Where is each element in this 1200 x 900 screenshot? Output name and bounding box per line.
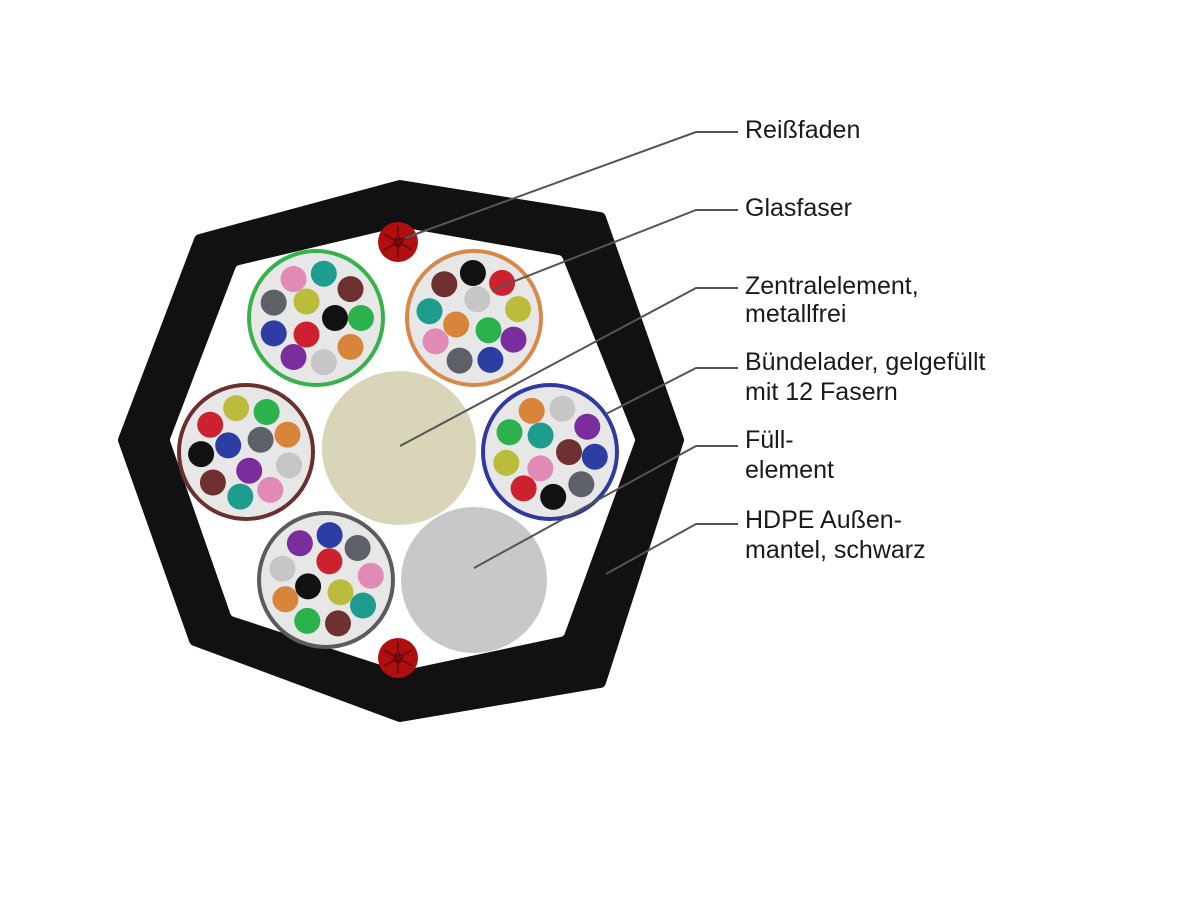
glass-fiber (316, 522, 343, 549)
glass-fiber (493, 449, 520, 476)
glass-fiber (556, 439, 582, 466)
glass-fiber (350, 592, 376, 619)
glass-fiber (464, 286, 491, 313)
ripcord-bottom (378, 638, 418, 678)
glass-fiber (459, 260, 486, 286)
glass-fiber (337, 333, 364, 360)
glass-fiber (227, 483, 254, 510)
glass-fiber (286, 530, 313, 557)
label-fuellelement-line2: element (745, 456, 834, 484)
glass-fiber (293, 288, 320, 315)
glass-fiber (337, 276, 364, 303)
label-hdpe-line1: HDPE Außen- (745, 506, 902, 534)
leader-reissfaden (404, 131, 738, 239)
glass-fiber (581, 443, 608, 470)
glass-fiber (446, 347, 473, 374)
glass-fiber (357, 562, 384, 589)
leader-buendelader (605, 367, 738, 415)
loose-tube-gray (257, 511, 395, 649)
glass-fiber (260, 289, 287, 316)
glass-fiber (527, 455, 554, 482)
leader-glasfaser (491, 209, 738, 291)
glass-fiber (257, 476, 284, 503)
glass-fiber (540, 483, 567, 510)
glass-fiber (310, 260, 337, 287)
filler-element (401, 507, 547, 653)
glass-fiber (477, 346, 504, 373)
glass-fiber (269, 555, 296, 582)
glass-fiber (236, 457, 263, 484)
label-reissfaden: Reißfaden (745, 116, 860, 144)
glass-fiber (274, 421, 301, 448)
glass-fiber (443, 311, 470, 338)
glass-fiber (549, 395, 576, 422)
glass-fiber (197, 411, 224, 438)
glass-fiber (253, 399, 280, 425)
glass-fiber (294, 607, 321, 634)
glass-fiber (568, 471, 595, 498)
glass-fiber (325, 610, 351, 637)
glass-fiber (416, 298, 443, 325)
glass-fiber (344, 535, 371, 561)
label-zentralelement-line2: metallfrei (745, 300, 846, 328)
label-zentralelement-line1: Zentralelement, (745, 272, 919, 300)
glass-fiber (188, 441, 215, 468)
glass-fiber (272, 586, 299, 613)
glass-fiber (199, 469, 226, 496)
glass-fiber (316, 548, 343, 575)
glass-fiber (431, 271, 458, 298)
glass-fiber (327, 579, 354, 606)
label-buendelader-line2: mit 12 Fasern (745, 378, 898, 406)
glass-fiber (422, 328, 449, 355)
glass-fiber (500, 326, 527, 353)
label-buendelader-line1: Bündelader, gelgefüllt (745, 348, 986, 376)
glass-fiber (518, 397, 545, 424)
loose-tube-brown (177, 383, 315, 521)
loose-tube-blue (481, 383, 619, 521)
glass-fiber (276, 452, 302, 479)
glass-fiber (527, 422, 554, 449)
glass-fiber (475, 317, 502, 344)
leader-hdpe (605, 523, 738, 575)
glass-fiber (574, 413, 601, 440)
glass-fiber (215, 432, 242, 459)
glass-fiber (223, 395, 250, 422)
glass-fiber (280, 266, 307, 292)
glass-fiber (293, 321, 320, 348)
glass-fiber (510, 475, 537, 502)
label-glasfaser: Glasfaser (745, 194, 852, 222)
central-element (322, 371, 476, 525)
label-hdpe-line2: mantel, schwarz (745, 536, 926, 564)
glass-fiber (247, 426, 274, 453)
glass-fiber (348, 305, 374, 331)
leader-zentralelement (399, 287, 738, 447)
loose-tube-green (247, 249, 385, 387)
glass-fiber (322, 305, 348, 331)
leader-fuellelement (473, 445, 738, 569)
glass-fiber (280, 344, 307, 370)
glass-fiber (310, 349, 337, 376)
glass-fiber (505, 296, 532, 323)
label-fuellelement-line1: Füll- (745, 426, 794, 454)
glass-fiber (260, 320, 287, 347)
glass-fiber (295, 573, 322, 600)
glass-fiber (496, 419, 523, 446)
loose-tube-orange (405, 249, 543, 387)
ripcord-top (378, 222, 418, 262)
